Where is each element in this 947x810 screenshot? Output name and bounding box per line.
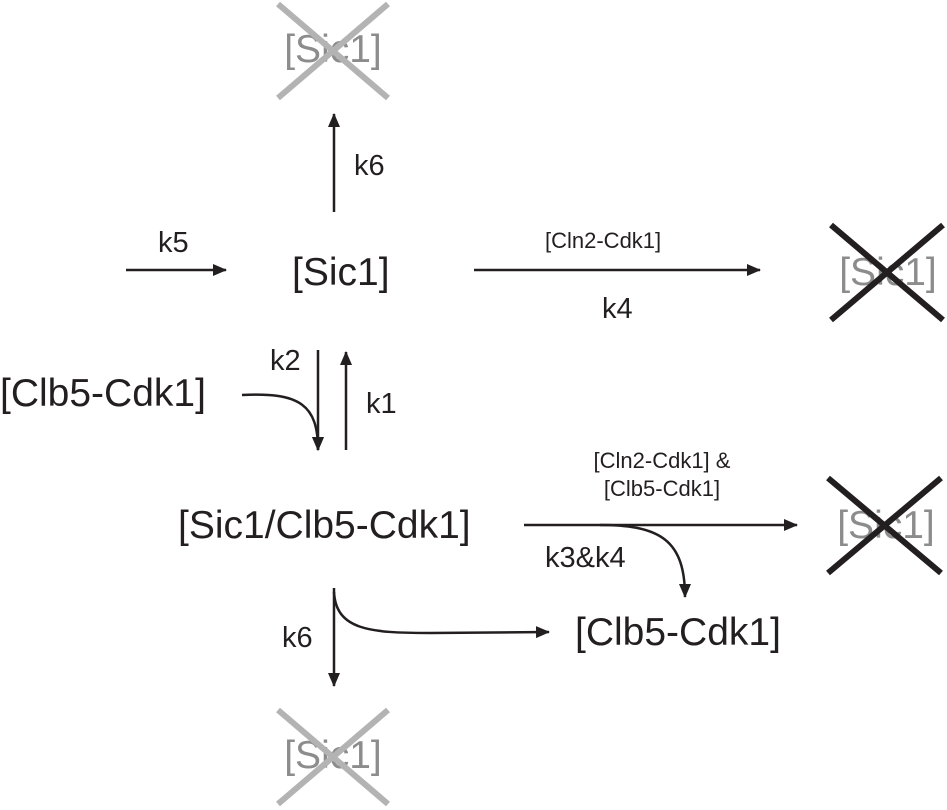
rate-k5: k5 <box>158 227 189 259</box>
clb5-release-curve <box>599 523 691 598</box>
degradation-cross-bottom <box>276 707 390 807</box>
degradation-cross-right-upper <box>829 222 945 323</box>
clb5-release-curve-k6 <box>332 591 550 639</box>
catalyst-cln2-and: [Cln2-Cdk1] & <box>594 448 731 473</box>
rate-k1: k1 <box>366 388 397 420</box>
rate-k2: k2 <box>270 345 301 377</box>
clb5-binding-curve <box>241 393 324 451</box>
rate-k3-k4: k3&k4 <box>545 542 626 574</box>
rate-k4: k4 <box>602 293 633 325</box>
catalyst-cln2-cdk1: [Cln2-Cdk1] <box>545 228 661 253</box>
degradation-cross-right-lower <box>826 475 943 576</box>
catalyst-clb5-cdk1: [Clb5-Cdk1] <box>604 476 720 501</box>
species-sic1: [Sic1] <box>292 251 390 294</box>
species-sic1-clb5-cdk1-complex: [Sic1/Clb5-Cdk1] <box>178 504 471 547</box>
rate-k6-bottom: k6 <box>282 622 313 654</box>
species-clb5-cdk1-left: [Clb5-Cdk1] <box>0 372 206 415</box>
rate-k6-top: k6 <box>354 150 385 182</box>
degradation-cross-top <box>276 1 390 101</box>
species-clb5-cdk1-product: [Clb5-Cdk1] <box>575 611 781 654</box>
